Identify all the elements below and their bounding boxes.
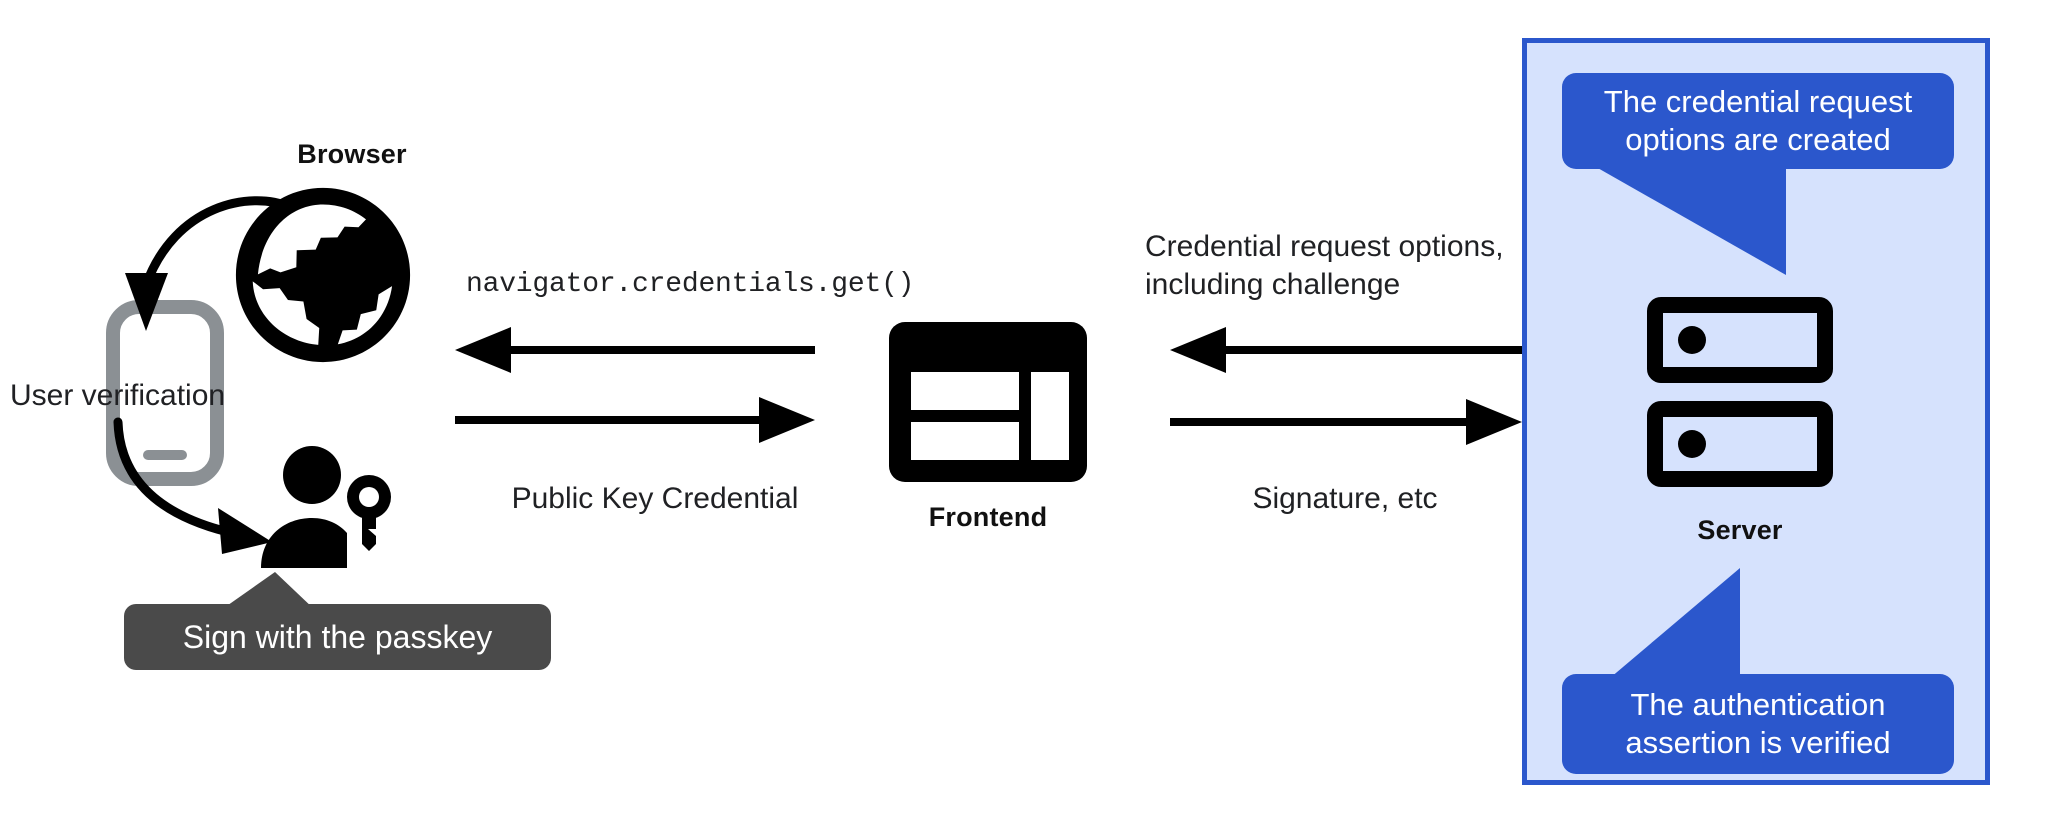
- arrow-server-to-frontend: [1170, 327, 1522, 373]
- browser-label: Browser: [297, 139, 407, 169]
- server-callout-top-tail: [1596, 167, 1826, 277]
- arrow-frontend-to-server: [1170, 399, 1522, 445]
- signature-etc-label: Signature, etc: [1252, 482, 1438, 515]
- server-callout-top: The credential request options are creat…: [1562, 73, 1954, 169]
- server-callout-bottom: The authentication assertion is verified: [1562, 674, 1954, 774]
- navigator-credentials-get-label: navigator.credentials.get(): [466, 269, 915, 300]
- server-racks-icon: [1647, 297, 1833, 487]
- webpage-layout-icon: [889, 322, 1087, 482]
- credential-request-options-label: Credential request options, including ch…: [1145, 230, 1504, 302]
- public-key-credential-label: Public Key Credential: [511, 482, 799, 515]
- server-label: Server: [1697, 515, 1783, 545]
- globe-icon: [228, 180, 418, 370]
- sign-passkey-callout: Sign with the passkey: [124, 604, 551, 670]
- sign-passkey-callout-tail: [215, 572, 325, 612]
- user-verification-label: User verification: [10, 379, 226, 412]
- smartphone-icon: [106, 300, 224, 486]
- arrow-browser-to-frontend: [455, 397, 815, 443]
- person-with-key-icon: [255, 440, 405, 585]
- arrow-browser-to-device: [100, 185, 300, 355]
- arrow-frontend-to-browser: [455, 327, 815, 373]
- arrow-device-to-user: [100, 417, 310, 570]
- frontend-label: Frontend: [928, 502, 1048, 532]
- server-callout-bottom-tail: [1610, 568, 1830, 680]
